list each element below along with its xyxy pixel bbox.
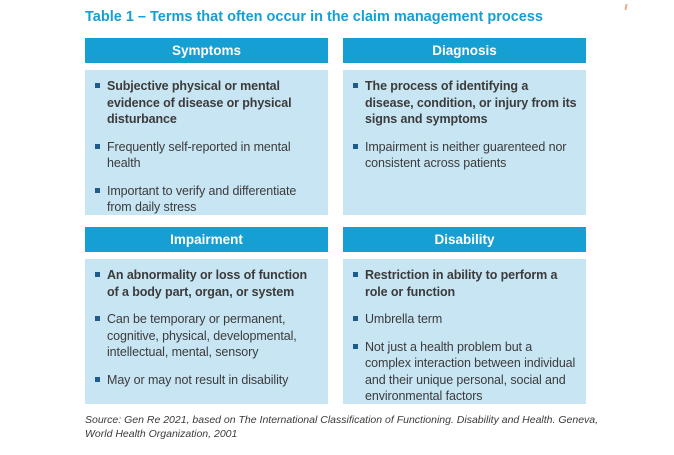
square-bullet-icon	[95, 316, 100, 321]
list-item-text: The process of identifying a disease, co…	[365, 79, 577, 126]
cell-symptoms: Symptoms Subjective physical or mental e…	[85, 38, 328, 215]
cell-diagnosis: Diagnosis The process of identifying a d…	[343, 38, 586, 215]
cell-body-diagnosis: The process of identifying a disease, co…	[343, 70, 586, 215]
list-item: Not just a health problem but a complex …	[353, 339, 578, 405]
list-item-text: Subjective physical or mental evidence o…	[107, 79, 292, 126]
list-item-text: Can be temporary or permanent, cognitive…	[107, 312, 297, 359]
list-item-text: Restriction in ability to perform a role…	[365, 268, 558, 299]
square-bullet-icon	[353, 343, 358, 349]
list-item-text: Impairment is neither guarenteed nor con…	[365, 139, 567, 171]
square-bullet-icon	[353, 272, 358, 277]
list-item: Impairment is neither guarenteed nor con…	[353, 139, 578, 172]
cell-impairment: Impairment An abnormality or loss of fun…	[85, 227, 328, 404]
stray-print-artifact	[624, 3, 628, 11]
list-item: Umbrella term	[353, 311, 578, 328]
terms-grid: Symptoms Subjective physical or mental e…	[85, 38, 586, 404]
list-item: Subjective physical or mental evidence o…	[95, 78, 320, 128]
list-item: May or may not result in disability	[95, 372, 320, 389]
list-item-text: Umbrella term	[365, 312, 443, 326]
cell-header-diagnosis: Diagnosis	[343, 38, 586, 63]
list-item: Important to verify and differentiate fr…	[95, 183, 320, 216]
source-note-line: Source: Gen Re 2021, based on The Intern…	[85, 414, 599, 426]
cell-body-disability: Restriction in ability to perform a role…	[343, 259, 586, 404]
table-figure: Table 1 – Terms that often occur in the …	[85, 9, 599, 441]
square-bullet-icon	[95, 83, 100, 88]
cell-body-impairment: An abnormality or loss of function of a …	[85, 259, 328, 404]
list-item-text: An abnormality or loss of function of a …	[107, 268, 308, 299]
square-bullet-icon	[95, 143, 100, 149]
square-bullet-icon	[95, 376, 100, 382]
cell-header-disability: Disability	[343, 227, 586, 252]
list-item: Frequently self-reported in mental healt…	[95, 139, 320, 172]
cell-disability: Disability Restriction in ability to per…	[343, 227, 586, 404]
list-item-text: Frequently self-reported in mental healt…	[107, 139, 291, 171]
square-bullet-icon	[353, 83, 358, 88]
list-item: The process of identifying a disease, co…	[353, 78, 578, 128]
list-item-text: May or may not result in disability	[107, 372, 289, 387]
square-bullet-icon	[353, 143, 358, 149]
cell-body-symptoms: Subjective physical or mental evidence o…	[85, 70, 328, 215]
cell-header-impairment: Impairment	[85, 227, 328, 252]
square-bullet-icon	[95, 187, 100, 193]
table-title: Table 1 – Terms that often occur in the …	[85, 9, 543, 25]
square-bullet-icon	[353, 316, 358, 321]
list-item: An abnormality or loss of function of a …	[95, 267, 320, 300]
cell-header-symptoms: Symptoms	[85, 38, 328, 63]
list-item-text: Important to verify and differentiate fr…	[107, 183, 297, 215]
list-item: Restriction in ability to perform a role…	[353, 267, 578, 300]
source-note: Source: Gen Re 2021, based on The Intern…	[85, 414, 599, 441]
list-item-text: Not just a health problem but a complex …	[365, 339, 576, 404]
list-item: Can be temporary or permanent, cognitive…	[95, 311, 320, 361]
square-bullet-icon	[95, 272, 100, 277]
source-note-line: World Health Organization, 2001	[85, 427, 238, 440]
